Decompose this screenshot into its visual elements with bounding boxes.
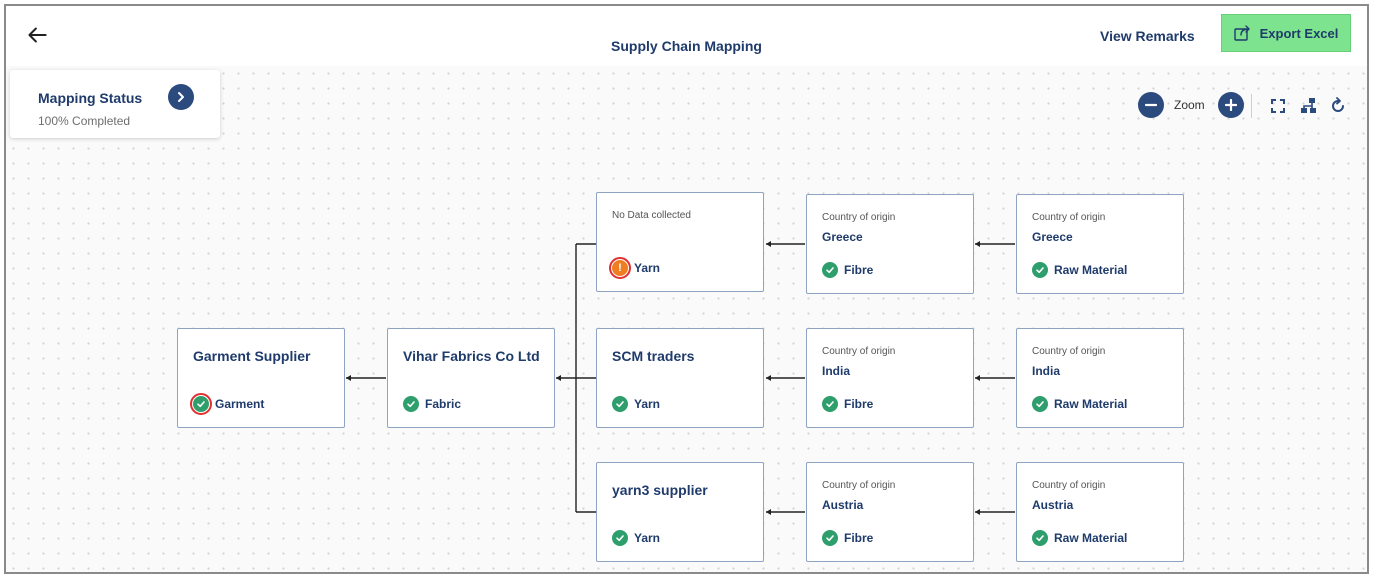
arrow-head bbox=[556, 375, 561, 381]
check-circle-icon bbox=[1032, 262, 1048, 278]
node-origin-label: Country of origin bbox=[822, 346, 896, 357]
node-scm-traders[interactable]: SCM traders Yarn bbox=[596, 328, 764, 428]
status-progress: 100% Completed bbox=[38, 114, 131, 128]
node-name: yarn3 supplier bbox=[612, 482, 708, 498]
app-window: Supply Chain Mapping View Remarks Export… bbox=[4, 4, 1369, 574]
node-type-label: Fibre bbox=[844, 531, 874, 545]
node-raw-material-austria[interactable]: Country of origin Austria Raw Material bbox=[1016, 462, 1184, 562]
check-circle-icon bbox=[612, 530, 628, 546]
check-circle-icon bbox=[822, 262, 838, 278]
node-country: Austria bbox=[1032, 498, 1074, 512]
check-circle-icon bbox=[1032, 396, 1048, 412]
node-country: India bbox=[1032, 364, 1061, 378]
export-label: Export Excel bbox=[1259, 25, 1339, 41]
node-type: Fibre bbox=[822, 396, 873, 412]
node-type: Fibre bbox=[822, 530, 873, 546]
node-type-label: Raw Material bbox=[1054, 263, 1128, 277]
node-name: SCM traders bbox=[612, 348, 695, 364]
node-type-label: Yarn bbox=[634, 397, 661, 411]
node-origin-label: Country of origin bbox=[1032, 480, 1106, 491]
chevron-right-icon bbox=[178, 92, 184, 102]
check-circle-icon bbox=[403, 396, 419, 412]
arrow-head bbox=[975, 509, 980, 515]
arrow-head bbox=[766, 509, 771, 515]
node-note: No Data collected bbox=[612, 210, 691, 221]
node-country: Greece bbox=[822, 230, 863, 244]
node-yarn-no-data[interactable]: No Data collected ! Yarn bbox=[596, 192, 764, 292]
node-type-label: Raw Material bbox=[1054, 397, 1128, 411]
export-excel-button[interactable]: Export Excel bbox=[1221, 14, 1351, 52]
node-type: Yarn bbox=[612, 396, 660, 412]
check-circle-icon bbox=[822, 530, 838, 546]
canvas-toolbar: Zoom bbox=[1138, 92, 1348, 120]
zoom-in-button[interactable] bbox=[1218, 92, 1244, 118]
arrow-head bbox=[975, 241, 980, 247]
node-origin-label: Country of origin bbox=[822, 480, 896, 491]
node-fibre-india[interactable]: Country of origin India Fibre bbox=[806, 328, 974, 428]
node-type: Raw Material bbox=[1032, 262, 1127, 278]
node-type-label: Yarn bbox=[634, 531, 661, 545]
page-title: Supply Chain Mapping bbox=[611, 38, 762, 54]
header: Supply Chain Mapping View Remarks Export… bbox=[6, 6, 1367, 66]
node-fibre-greece[interactable]: Country of origin Greece Fibre bbox=[806, 194, 974, 294]
node-name: Vihar Fabrics Co Ltd bbox=[403, 348, 540, 364]
node-fabric-supplier[interactable]: Vihar Fabrics Co Ltd Fabric bbox=[387, 328, 555, 428]
node-raw-material-india[interactable]: Country of origin India Raw Material bbox=[1016, 328, 1184, 428]
node-fibre-austria[interactable]: Country of origin Austria Fibre bbox=[806, 462, 974, 562]
zoom-out-button[interactable] bbox=[1138, 92, 1164, 118]
arrow-head bbox=[346, 375, 351, 381]
node-origin-label: Country of origin bbox=[822, 212, 896, 223]
node-raw-material-greece[interactable]: Country of origin Greece Raw Material bbox=[1016, 194, 1184, 294]
node-type-label: Garment bbox=[215, 397, 265, 411]
node-type: Fibre bbox=[822, 262, 873, 278]
node-name: Garment Supplier bbox=[193, 348, 311, 364]
node-type-label: Fibre bbox=[844, 397, 874, 411]
node-country: Greece bbox=[1032, 230, 1073, 244]
arrow-head bbox=[766, 241, 771, 247]
node-garment-supplier[interactable]: Garment Supplier Garment bbox=[177, 328, 345, 428]
view-remarks-link[interactable]: View Remarks bbox=[1100, 28, 1195, 44]
node-type: Raw Material bbox=[1032, 530, 1127, 546]
hierarchy-layout-icon[interactable] bbox=[1298, 96, 1318, 116]
node-type-label: Raw Material bbox=[1054, 531, 1128, 545]
check-circle-icon bbox=[822, 396, 838, 412]
status-expand-button[interactable] bbox=[168, 84, 194, 110]
node-origin-label: Country of origin bbox=[1032, 346, 1106, 357]
node-type-label: Fibre bbox=[844, 263, 874, 277]
node-type-label: Yarn bbox=[634, 261, 661, 275]
zoom-label: Zoom bbox=[1174, 98, 1205, 112]
connector-lines bbox=[346, 241, 1015, 515]
fullscreen-icon[interactable] bbox=[1268, 96, 1288, 116]
node-type: ! Yarn bbox=[609, 257, 661, 279]
check-circle-icon bbox=[1032, 530, 1048, 546]
node-type: Raw Material bbox=[1032, 396, 1127, 412]
reset-icon[interactable] bbox=[1328, 96, 1348, 116]
node-country: Austria bbox=[822, 498, 864, 512]
node-origin-label: Country of origin bbox=[1032, 212, 1106, 223]
node-country: India bbox=[822, 364, 851, 378]
export-icon bbox=[1233, 25, 1250, 41]
plus-icon bbox=[1225, 99, 1237, 111]
arrow-head bbox=[766, 375, 771, 381]
check-circle-icon bbox=[612, 396, 628, 412]
mapping-status-card: Mapping Status 100% Completed bbox=[10, 70, 220, 138]
check-circle-icon bbox=[190, 393, 212, 415]
node-type: Yarn bbox=[612, 530, 660, 546]
toolbar-divider bbox=[1251, 94, 1252, 118]
warning-icon: ! bbox=[609, 257, 631, 279]
minus-icon bbox=[1145, 103, 1157, 107]
arrow-head bbox=[975, 375, 980, 381]
status-title: Mapping Status bbox=[38, 90, 143, 106]
node-yarn3-supplier[interactable]: yarn3 supplier Yarn bbox=[596, 462, 764, 562]
back-arrow-icon[interactable] bbox=[24, 22, 50, 48]
node-type: Fabric bbox=[403, 396, 461, 412]
node-type-label: Fabric bbox=[425, 397, 462, 411]
node-type: Garment bbox=[190, 393, 265, 415]
